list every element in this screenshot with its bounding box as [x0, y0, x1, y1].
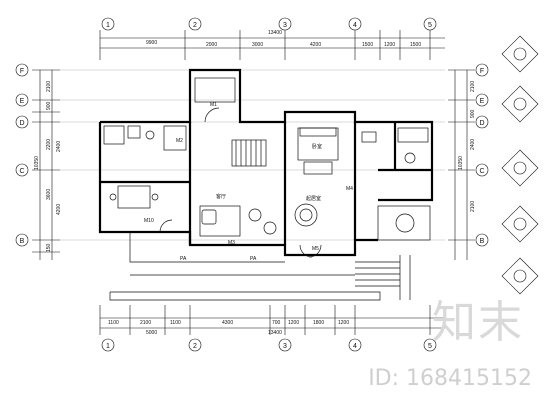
top-dim-seg-4: 1200	[384, 42, 395, 48]
label-m10: M10	[144, 218, 154, 224]
index-diagram-5	[501, 257, 539, 295]
row-axis-bubble-c-right	[475, 163, 489, 177]
row-axis-c-right: C	[479, 168, 484, 175]
row-axis-bubble-d-left	[15, 115, 29, 129]
row-axis-d-right: D	[479, 120, 484, 127]
index-diagram-3	[501, 149, 539, 187]
top-dim-seg-2: 4200	[310, 42, 321, 48]
row-axis-f-right: F	[480, 68, 484, 75]
col-axis-4-bottom: 4	[353, 343, 357, 350]
bottom-dim-seg-4: 700	[272, 320, 281, 326]
label-pa-left: PA	[180, 256, 187, 262]
index-diagram-1	[501, 35, 539, 73]
label-m5: M5	[312, 246, 319, 252]
top-dim-seg-5: 1500	[410, 42, 421, 48]
col-axis-2-top: 2	[193, 22, 197, 29]
left-dim-seg-3: 2400	[56, 141, 62, 152]
col-axis-3-bottom: 3	[283, 343, 287, 350]
col-axis-bubble-4-top	[348, 17, 362, 31]
col-axis-bubble-2-bottom	[188, 338, 202, 352]
row-axis-bubble-f-right	[475, 63, 489, 77]
left-overall-dim: 10350	[34, 156, 40, 170]
bottom-dim-seg-2: 1100	[170, 320, 181, 326]
col-axis-bubble-5-top	[423, 17, 437, 31]
col-axis-bubble-4-bottom	[348, 338, 362, 352]
right-dim-seg-1: 900	[470, 109, 476, 118]
index-diagram-2	[501, 85, 539, 123]
row-axis-bubble-c-left	[15, 163, 29, 177]
col-axis-1-bottom: 1	[106, 343, 110, 350]
top-dim-seg-3: 1500	[362, 42, 373, 48]
right-overall-dim: 10350	[458, 156, 464, 170]
bottom-dim-seg-3: 4300	[222, 320, 233, 326]
top-dim-seg-1: 3000	[252, 42, 263, 48]
label-m3: M3	[228, 240, 235, 246]
col-axis-bubble-3-bottom	[278, 338, 292, 352]
left-dim-seg-1: 900	[46, 101, 52, 110]
col-axis-1-top: 1	[106, 22, 110, 29]
bottom-overall-dim: 13400	[268, 330, 282, 336]
left-dim-seg-6: 150	[46, 243, 52, 252]
col-axis-bubble-5-bottom	[423, 338, 437, 352]
row-axis-bubble-b-right	[475, 233, 489, 247]
right-dim-seg-3: 2100	[470, 201, 476, 212]
col-axis-2-bottom: 2	[193, 343, 197, 350]
right-dim-seg-2: 2400	[470, 139, 476, 150]
label-pa-right: PA	[250, 256, 257, 262]
bottom-dim-seg-7: 1200	[338, 320, 349, 326]
row-axis-bubble-e-right	[475, 93, 489, 107]
col-axis-bubble-2-top	[188, 17, 202, 31]
label-qijushi: 起居室	[306, 195, 321, 202]
col-axis-4-top: 4	[353, 22, 357, 29]
row-axis-e-right: E	[480, 98, 485, 105]
left-dim-seg-4: 3600	[46, 189, 52, 200]
bottom-sub-dim: 5000	[146, 330, 157, 336]
left-dim-seg-2: 2200	[46, 139, 52, 150]
bottom-dim-seg-0: 1100	[108, 320, 119, 326]
col-axis-5-top: 5	[428, 22, 432, 29]
row-axis-bubble-e-left	[15, 93, 29, 107]
row-axis-bubble-d-right	[475, 115, 489, 129]
left-dim-seg-5: 4200	[56, 204, 62, 215]
row-axis-d-left: D	[19, 120, 24, 127]
row-axis-b-right: B	[480, 238, 485, 245]
label-woshi: 卧室	[312, 143, 322, 150]
bottom-dim-seg-1: 2100	[140, 320, 151, 326]
label-m1: M1	[210, 102, 217, 108]
row-axis-f-left: F	[20, 68, 24, 75]
right-dim-seg-0: 2100	[470, 81, 476, 92]
bottom-dim-seg-6: 1800	[313, 320, 324, 326]
index-diagram-4	[501, 205, 539, 243]
col-axis-bubble-1-top	[101, 17, 115, 31]
left-dim-seg-0: 2100	[46, 81, 52, 92]
row-axis-e-left: E	[20, 98, 25, 105]
bottom-dim-seg-5: 1200	[288, 320, 299, 326]
row-axis-bubble-f-left	[15, 63, 29, 77]
top-overall-dim: 13400	[268, 30, 282, 36]
row-axis-b-left: B	[20, 238, 25, 245]
label-m4: M4	[346, 186, 353, 192]
label-m2: M2	[176, 138, 183, 144]
col-axis-3-top: 3	[283, 22, 287, 29]
top-dim-seg-0: 2000	[206, 42, 217, 48]
col-axis-5-bottom: 5	[428, 343, 432, 350]
top-small-dim: 9900	[146, 40, 157, 46]
col-axis-bubble-1-bottom	[101, 338, 115, 352]
watermark-id: ID: 168415152	[368, 366, 532, 391]
watermark-brand: 知末	[432, 297, 524, 348]
label-keting: 客厅	[216, 193, 226, 200]
row-axis-c-left: C	[19, 168, 24, 175]
row-axis-bubble-b-left	[15, 233, 29, 247]
col-axis-bubble-3-top	[278, 17, 292, 31]
